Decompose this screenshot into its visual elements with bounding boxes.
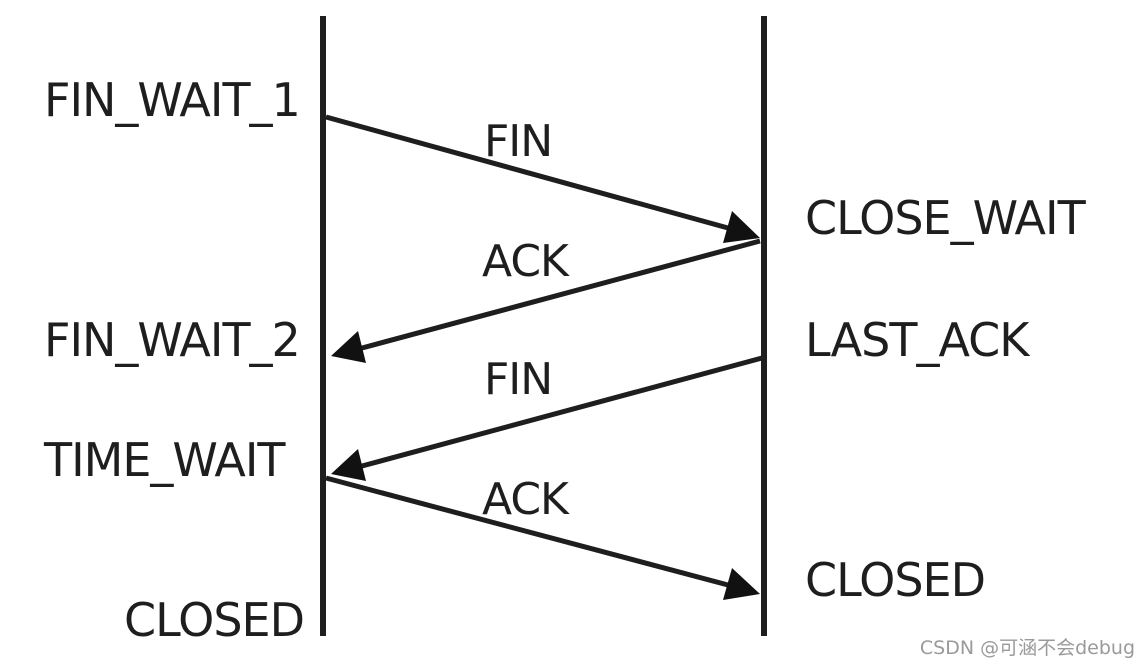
fin-1-arrowhead [723,211,760,243]
message-ack-2 [325,475,760,600]
message-fin-1 [325,114,760,243]
fin-2-arrowhead [331,449,366,481]
right-state-closed: CLOSED [805,553,985,607]
ack-2-arrowhead [723,568,760,600]
left-state-closed: CLOSED [124,593,304,647]
message-ack-1 [331,238,761,363]
fin-1-line [325,114,729,231]
ack-2-line [325,475,729,588]
label-ack-1: ACK [482,236,570,287]
left-state-time-wait: TIME_WAIT [43,433,286,487]
label-ack-2: ACK [482,474,570,525]
csdn-watermark: CSDN @可涵不会debug [919,637,1135,659]
fin-2-line [361,355,763,469]
ack-1-line [361,238,761,351]
label-fin-1: FIN [484,116,552,167]
label-fin-2: FIN [484,354,552,405]
right-state-last-ack: LAST_ACK [805,313,1031,367]
left-state-fin-wait-1: FIN_WAIT_1 [44,73,300,127]
ack-1-arrowhead [331,331,366,363]
left-state-fin-wait-2: FIN_WAIT_2 [44,313,300,367]
message-fin-2 [331,355,763,481]
right-state-close-wait: CLOSE_WAIT [805,191,1087,245]
